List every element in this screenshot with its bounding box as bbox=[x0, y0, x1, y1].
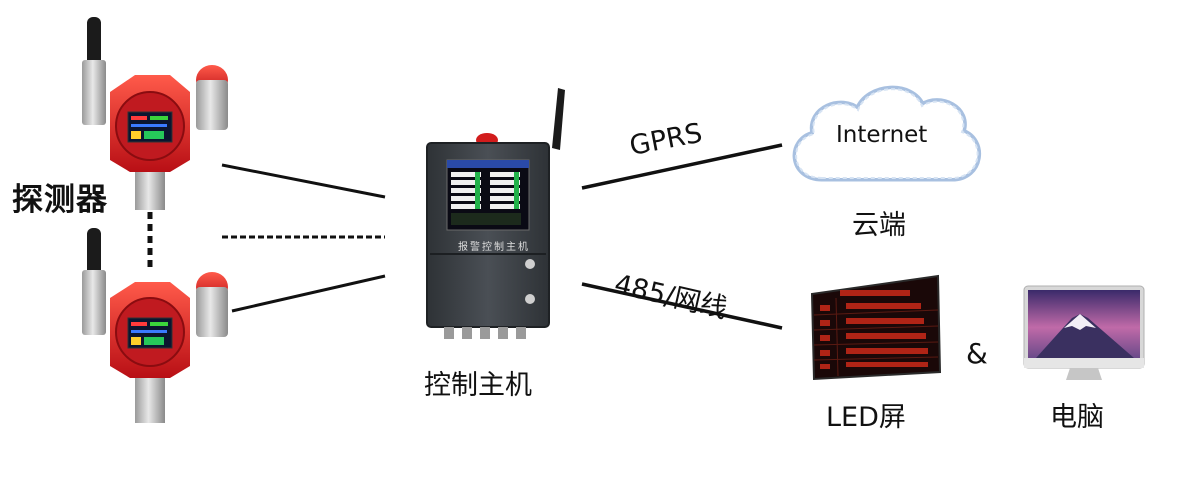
gas-detector-bottom bbox=[82, 228, 228, 423]
led-screen-label: LED屏 bbox=[826, 402, 906, 433]
antenna bbox=[87, 228, 101, 276]
led-screen bbox=[810, 274, 942, 381]
cloud-label: 云端 bbox=[852, 210, 906, 241]
controller-reset-button bbox=[525, 294, 535, 304]
detector-label: 探测器 bbox=[12, 182, 108, 218]
alarm-lamp bbox=[196, 272, 228, 337]
controller-panel-label: 报警控制主机 bbox=[458, 242, 530, 253]
link-gprs bbox=[581, 143, 783, 190]
controller-label: 控制主机 bbox=[424, 370, 532, 401]
detector-neck bbox=[135, 172, 165, 210]
link-detector-1 bbox=[221, 163, 386, 199]
cable-glands bbox=[444, 327, 526, 339]
detector-neck bbox=[135, 378, 165, 423]
controller-key-switch bbox=[525, 259, 535, 269]
ampersand-label: & bbox=[966, 337, 988, 370]
antenna bbox=[87, 17, 101, 67]
cloud-icon bbox=[792, 85, 981, 182]
sensor-housing bbox=[82, 270, 106, 335]
alarm-lamp bbox=[196, 65, 228, 130]
computer-icon bbox=[1023, 285, 1145, 380]
gas-detector-top bbox=[82, 17, 228, 210]
controller-unit bbox=[426, 88, 565, 339]
controller-antenna bbox=[552, 88, 565, 150]
led-scrolling-text bbox=[820, 290, 928, 369]
sensor-housing bbox=[82, 60, 106, 125]
link-detector-2 bbox=[231, 274, 386, 313]
cloud-internet-text: Internet bbox=[836, 122, 928, 148]
link-485-ethernet bbox=[581, 282, 783, 330]
computer-label: 电脑 bbox=[1050, 402, 1104, 433]
